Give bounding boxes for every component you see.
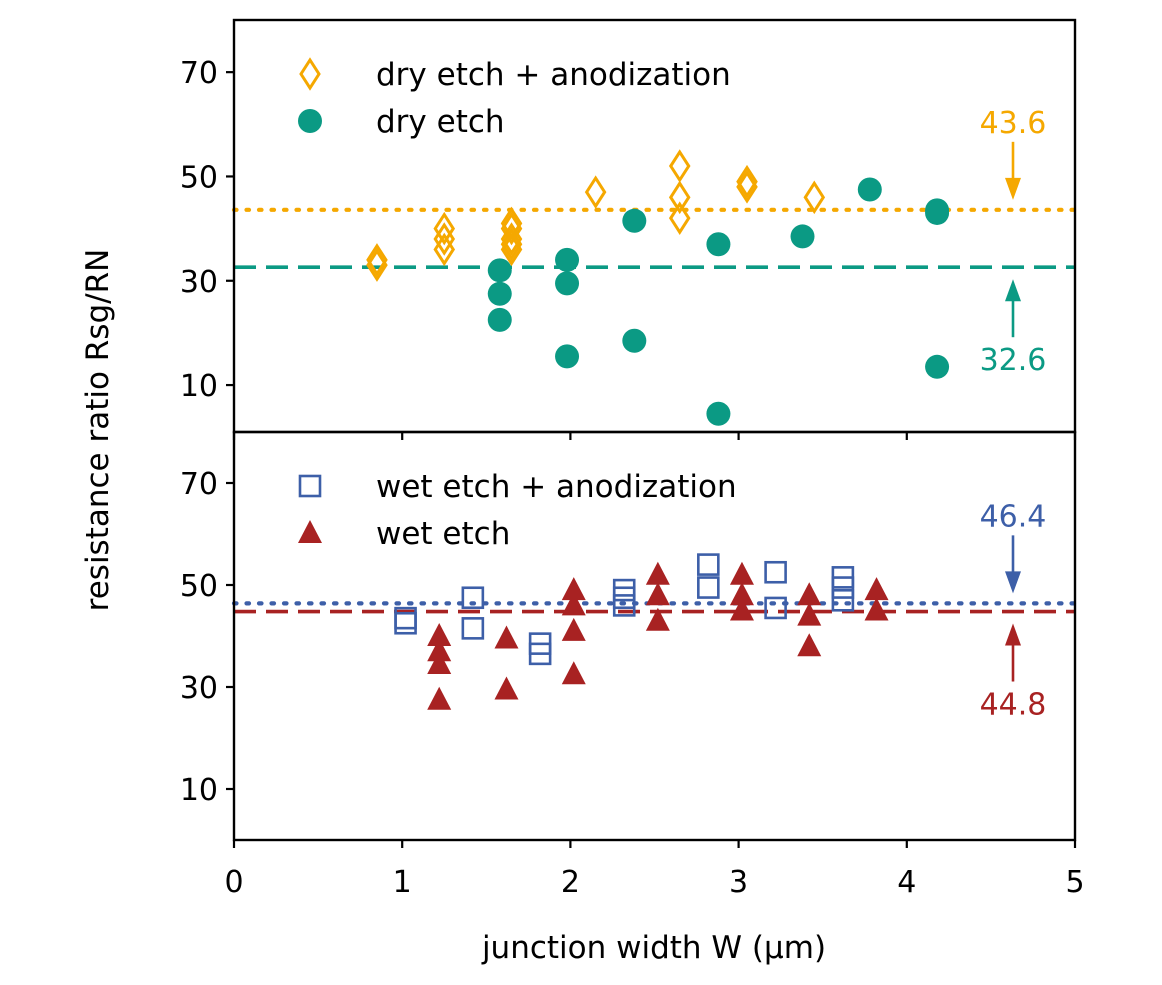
y-tick-label: 50 bbox=[180, 160, 218, 195]
annotation-label: 32.6 bbox=[980, 343, 1047, 378]
data-point bbox=[729, 582, 754, 606]
annotation-arrow-head bbox=[1005, 623, 1021, 646]
data-point bbox=[831, 588, 855, 612]
annotation-arrow-head bbox=[1005, 571, 1021, 594]
data-point bbox=[433, 211, 456, 246]
data-point bbox=[831, 566, 855, 589]
panel-frame bbox=[232, 430, 1077, 842]
data-point bbox=[864, 597, 889, 621]
data-point bbox=[494, 676, 519, 700]
legend-label: wet etch + anodization bbox=[376, 469, 737, 505]
x-axis-label: junction width W (µm) bbox=[481, 930, 826, 966]
data-point bbox=[394, 611, 417, 635]
y-tick-label: 10 bbox=[180, 773, 218, 808]
data-point bbox=[864, 577, 889, 601]
data-point bbox=[433, 232, 456, 267]
annotation-arrow-head bbox=[1005, 279, 1021, 302]
data-point bbox=[622, 328, 647, 353]
data-point bbox=[668, 201, 691, 235]
data-point bbox=[736, 164, 758, 199]
data-point bbox=[697, 553, 720, 576]
data-point bbox=[555, 247, 580, 272]
y-tick-label: 10 bbox=[180, 369, 218, 404]
data-point bbox=[797, 582, 822, 606]
data-point bbox=[729, 561, 754, 585]
legend-label: dry etch bbox=[376, 104, 505, 140]
data-point bbox=[706, 401, 731, 426]
data-point bbox=[797, 633, 822, 657]
data-point bbox=[645, 582, 670, 606]
data-point bbox=[697, 576, 720, 599]
data-point bbox=[487, 258, 512, 283]
data-point bbox=[668, 180, 691, 215]
panel-top: 10 30 50 70 43.6 32.6 dry etch + anodization dr… bbox=[180, 18, 1078, 440]
data-point bbox=[500, 227, 523, 262]
data-point bbox=[555, 271, 580, 296]
data-point bbox=[668, 149, 691, 183]
data-point bbox=[706, 232, 731, 257]
data-point bbox=[584, 175, 607, 209]
y-axis-label: resistance ratio Rsg/RN bbox=[80, 249, 116, 612]
data-point bbox=[729, 597, 754, 621]
data-point bbox=[427, 686, 452, 710]
y-tick-label: 70 bbox=[180, 467, 218, 502]
data-point bbox=[561, 661, 586, 685]
panel-bottom: 10 30 50 70 46.4 44.8 wet etch + anodization we… bbox=[180, 430, 1078, 842]
data-point bbox=[433, 222, 456, 256]
legend-marker bbox=[299, 57, 321, 91]
x-tick-label: 3 bbox=[729, 865, 748, 900]
x-tick-label: 0 bbox=[224, 865, 243, 900]
data-point bbox=[555, 344, 580, 369]
data-point bbox=[487, 281, 512, 306]
data-point bbox=[645, 561, 670, 585]
data-point bbox=[561, 617, 586, 641]
y-tick-label: 70 bbox=[180, 56, 218, 91]
legend-marker bbox=[298, 520, 322, 543]
legend-marker bbox=[298, 474, 322, 498]
y-tick-label: 30 bbox=[180, 265, 218, 300]
data-point bbox=[622, 208, 647, 233]
legend-marker bbox=[298, 109, 322, 133]
data-point bbox=[494, 625, 519, 649]
data-point bbox=[736, 170, 758, 204]
data-point bbox=[461, 617, 485, 640]
x-tick-label: 5 bbox=[1065, 865, 1084, 900]
data-point bbox=[645, 607, 670, 631]
data-point bbox=[427, 651, 452, 675]
data-point bbox=[803, 180, 826, 215]
data-point bbox=[487, 307, 512, 332]
legend-label: dry etch + anodization bbox=[376, 57, 731, 93]
data-point bbox=[561, 592, 586, 616]
data-point bbox=[528, 632, 552, 655]
annotation-label: 43.6 bbox=[980, 106, 1047, 141]
data-point bbox=[366, 243, 388, 277]
legend-label: wet etch bbox=[376, 516, 510, 552]
annotation-arrow-head bbox=[1005, 177, 1021, 200]
x-tick-label: 1 bbox=[393, 865, 412, 900]
x-tick-label: 2 bbox=[561, 865, 580, 900]
data-point bbox=[764, 596, 787, 620]
data-point bbox=[764, 560, 787, 584]
data-point bbox=[561, 577, 586, 601]
data-point bbox=[500, 206, 523, 241]
x-axis: 0 1 2 3 4 5 bbox=[224, 840, 1085, 900]
data-point bbox=[857, 177, 882, 202]
data-point bbox=[925, 354, 950, 379]
data-point bbox=[790, 224, 815, 249]
data-point bbox=[366, 248, 388, 282]
annotation-label: 44.8 bbox=[980, 688, 1047, 723]
data-point bbox=[427, 638, 452, 662]
y-tick-label: 30 bbox=[180, 671, 218, 706]
y-tick-label: 50 bbox=[180, 569, 218, 604]
data-point bbox=[612, 578, 636, 602]
data-point bbox=[797, 602, 822, 626]
data-point bbox=[925, 200, 950, 225]
x-tick-label: 4 bbox=[897, 865, 916, 900]
data-point bbox=[461, 586, 485, 610]
data-point bbox=[500, 211, 523, 246]
annotation-label: 46.4 bbox=[980, 499, 1047, 534]
data-point bbox=[427, 623, 452, 646]
data-point bbox=[394, 606, 417, 630]
